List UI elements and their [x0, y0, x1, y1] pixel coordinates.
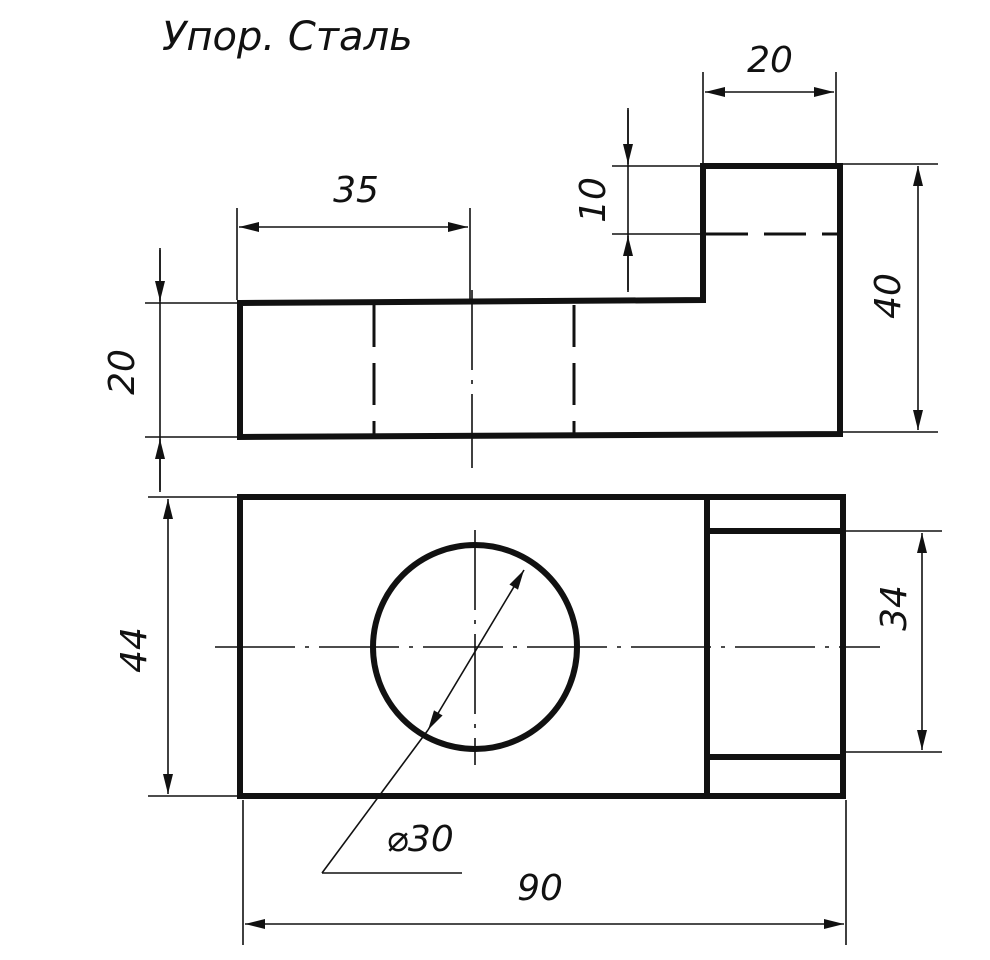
dim-30-label: ⌀30	[386, 819, 453, 860]
front-view-outline	[237, 163, 843, 441]
dim-20-top-label: 20	[747, 40, 793, 81]
dim-90-label: 90	[517, 868, 563, 909]
dim-10-label: 10	[573, 177, 614, 223]
dim-line-30-diameter	[427, 569, 525, 731]
dim-20-left-label: 20	[102, 349, 143, 395]
front-view	[237, 163, 843, 468]
dim-40-label: 40	[868, 273, 909, 319]
top-view	[215, 494, 880, 799]
dim-35-label: 35	[333, 170, 379, 211]
leader-line-30	[321, 729, 429, 874]
dimensions: 35 20 10 40 20 44 34	[102, 40, 942, 945]
dim-44-label: 44	[114, 627, 155, 673]
drawing-title: Упор. Сталь	[162, 14, 413, 60]
dim-34-label: 34	[874, 585, 915, 631]
